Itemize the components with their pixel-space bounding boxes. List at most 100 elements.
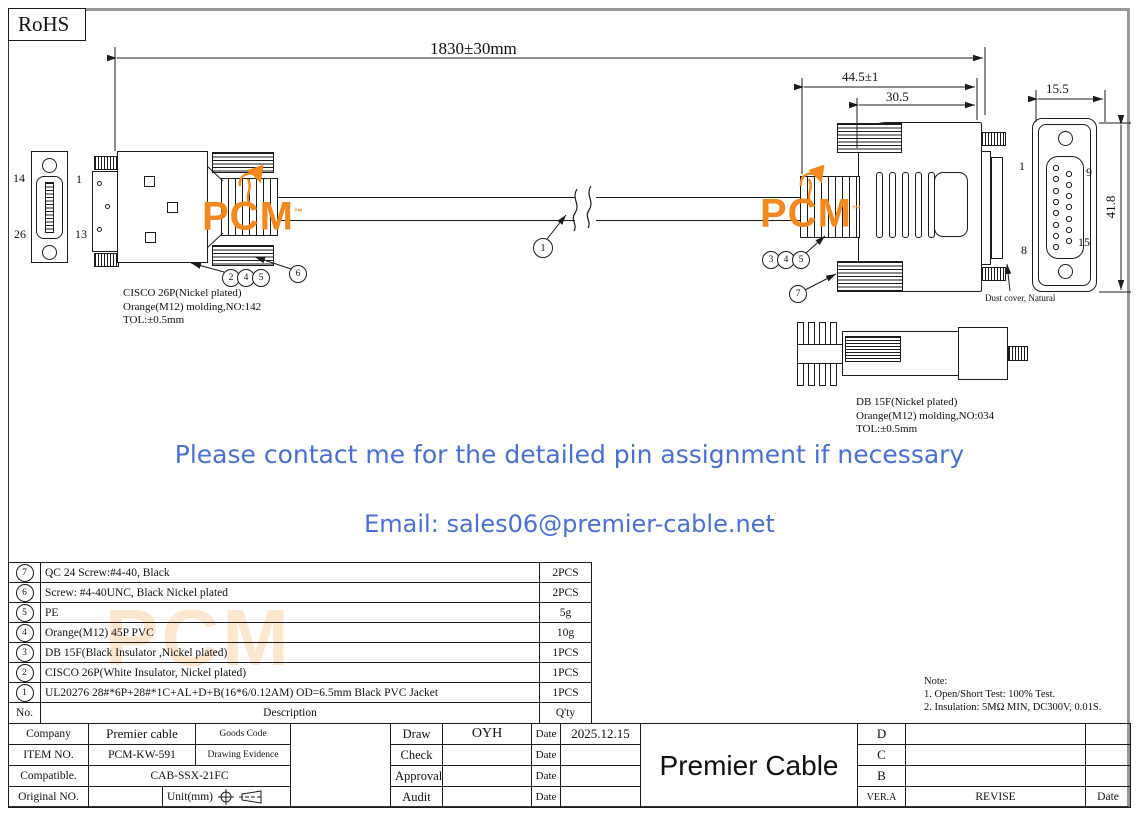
cisco-annotation-line3: TOL:±0.5mm (123, 314, 185, 326)
draw-label: Draw (390, 723, 444, 745)
table-row: 1 UL20276 28#*6P+28#*1C+AL+D+B(16*6/0.12… (8, 682, 592, 703)
db15-face-pin-label-9: 9 (1086, 165, 1092, 179)
part-no-1: 1 (15, 683, 34, 702)
cisco-face-screw-hole-bottom (42, 245, 57, 260)
note-line1: 1. Open/Short Test: 100% Test. (924, 689, 1056, 700)
cisco-pin-label-14: 14 (13, 171, 25, 185)
cisco-boot-fin-top (212, 152, 274, 173)
db15-side-pin-label-1: 1 (1019, 159, 1025, 173)
goods-code-cell (290, 723, 392, 808)
goods-code-label: Goods Code (195, 723, 292, 745)
db15-bottom-screw (1008, 346, 1028, 361)
draw-date-label: Date (531, 723, 562, 745)
callout-5-right: 5 (792, 251, 810, 269)
callout-2: 2 (222, 269, 240, 287)
brand-title: Premier Cable (640, 723, 859, 808)
dust-cover-label: Dust cover, Natural (985, 293, 1056, 303)
cisco-flange-dot-3 (97, 227, 102, 232)
table-row: 6 Screw: #4-40UNC, Black Nickel plated 2… (8, 582, 592, 603)
part-qty-4: 10g (539, 622, 592, 643)
db15-face-screw-hole-top (1058, 131, 1073, 146)
rev-desc-c (905, 744, 1087, 766)
check-label: Check (390, 744, 444, 766)
part-no-3: 3 (15, 643, 34, 662)
parts-header-qty: Q'ty (539, 702, 592, 724)
db15-bottom-hood-front (958, 327, 1008, 380)
dim-housing-length: 44.5±1 (842, 69, 879, 84)
audit-date-value (560, 786, 642, 808)
rev-row-b: B (857, 765, 907, 787)
db15-dust-cover (991, 157, 1003, 259)
pcm-logo-left-tm: ™ (293, 207, 304, 217)
cisco-thumbscrew-top (94, 156, 119, 170)
rev-desc-d (905, 723, 1087, 745)
draw-value: OYH (442, 723, 533, 745)
compatible-label: Compatible. (8, 765, 89, 787)
note-line2: 2. Insulation: 5MΩ MIN, DC300V, 0.01S. (924, 702, 1102, 713)
item-no-value: PCM-KW-591 (87, 744, 197, 766)
cable-bottom-line-left (278, 220, 575, 222)
cisco-pin-label-13: 13 (75, 227, 87, 241)
approval-date-label: Date (531, 765, 562, 787)
cisco-flange-dot-1 (97, 181, 102, 186)
callout-7: 7 (789, 285, 807, 303)
cisco-body-mark-1 (144, 176, 155, 187)
db15-flange (981, 151, 991, 265)
parts-header-row: No. Description Q'ty (8, 702, 592, 724)
rev-date-c (1085, 744, 1132, 766)
part-no-4: 4 (15, 623, 34, 642)
cable-top-line-right (596, 197, 802, 199)
check-date-label: Date (531, 744, 562, 766)
drawing-evidence-label: Drawing Evidence (195, 744, 292, 766)
revise-label: REVISE (905, 786, 1087, 808)
cisco-annotation-line2: Orange(M12) molding,NO:142 (123, 300, 262, 313)
rev-date-b (1085, 765, 1132, 787)
cable-top-line-left (278, 197, 575, 199)
rev-row-c: C (857, 744, 907, 766)
projection-cone-icon (239, 790, 263, 804)
table-row: 7 QC 24 Screw:#4-40, Black 2PCS (8, 562, 592, 583)
part-desc-4: Orange(M12) 45P PVC (40, 622, 540, 643)
cisco-flange (92, 171, 118, 252)
table-row: 4 Orange(M12) 45P PVC 10g (8, 622, 592, 643)
db15-hood-rib-4 (915, 172, 922, 238)
db15-thumbscrew-bottom (981, 267, 1006, 281)
title-block: Company Premier cable Goods Code Draw OY… (8, 723, 1132, 808)
db15-annotation-line1: DB 15F(Nickel plated) (856, 396, 958, 408)
db15-annotation-line2: Orange(M12) molding,NO:034 (856, 409, 995, 422)
db15-side-pin-label-8: 8 (1021, 243, 1027, 257)
cable-bottom-line-right (596, 220, 802, 222)
table-row: 2 CISCO 26P(White Insulator, Nickel plat… (8, 662, 592, 683)
dim-overall-length: 1830±30mm (430, 39, 517, 58)
part-qty-5: 5g (539, 602, 592, 623)
cisco-pin-label-1: 1 (76, 172, 82, 186)
db15-boot-fin-top (837, 123, 902, 153)
unit-label: Unit(mm) (167, 791, 213, 803)
parts-header-desc: Description (40, 702, 540, 724)
approval-label: Approval (390, 765, 444, 787)
part-desc-2: CISCO 26P(White Insulator, Nickel plated… (40, 662, 540, 683)
part-desc-1: UL20276 28#*6P+28#*1C+AL+D+B(16*6/0.12AM… (40, 682, 540, 703)
callout-6: 6 (289, 265, 307, 283)
part-desc-3: DB 15F(Black Insulator ,Nickel plated) (40, 642, 540, 663)
part-qty-3: 1PCS (539, 642, 592, 663)
dim-face-height: 41.8 (1103, 195, 1118, 219)
db15-hood-recess (934, 172, 968, 237)
cisco-flange-dot-2 (105, 204, 110, 209)
rohs-badge: RoHS (8, 8, 86, 41)
cisco-body-mark-2 (167, 202, 178, 213)
callout-5-left: 5 (252, 269, 270, 287)
table-row: 3 DB 15F(Black Insulator ,Nickel plated)… (8, 642, 592, 663)
db15-hood-rib-2 (889, 172, 896, 238)
rev-row-d: D (857, 723, 907, 745)
company-value: Premier cable (87, 723, 197, 745)
part-no-5: 5 (15, 603, 34, 622)
cisco-boot-fin-bottom (212, 245, 274, 266)
projection-target-icon (218, 789, 234, 805)
contact-notice: Please contact me for the detailed pin a… (174, 440, 965, 469)
note-title: Note: (924, 676, 948, 687)
table-row: 5 PE 5g (8, 602, 592, 623)
pcm-logo-left: PCM™ (202, 193, 304, 236)
cisco-body-mark-3 (145, 232, 156, 243)
